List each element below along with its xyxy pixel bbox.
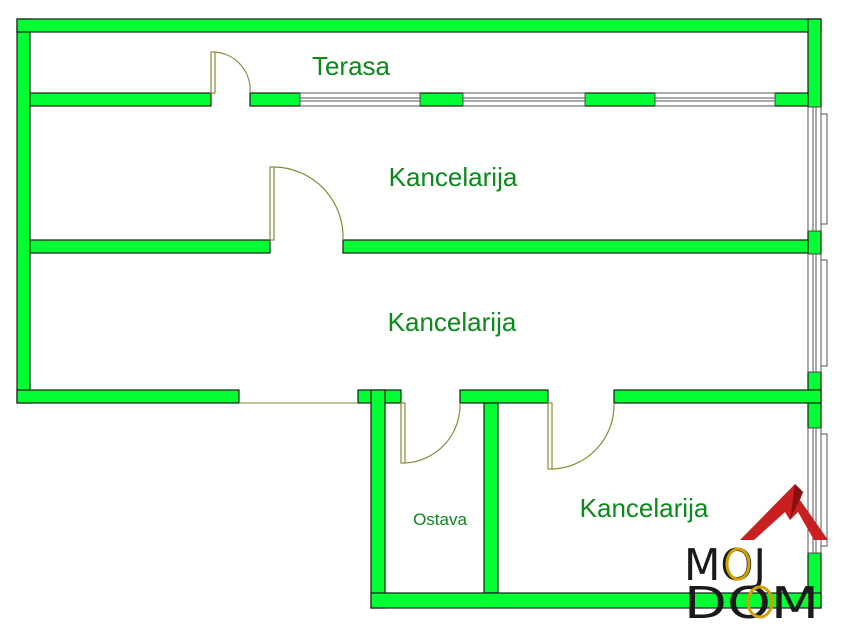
window-terrace-1 bbox=[299, 92, 421, 107]
label-office-top: Kancelarija bbox=[389, 162, 518, 192]
wall-outer-right-1 bbox=[807, 18, 822, 108]
wall-mid-2 bbox=[342, 239, 809, 254]
logo-line-2: DOM bbox=[684, 578, 819, 629]
window-right-3-sill bbox=[820, 433, 828, 547]
window-terrace-3 bbox=[654, 92, 776, 107]
label-office-bottom: Kancelarija bbox=[580, 493, 709, 523]
door-office-bottom bbox=[547, 402, 615, 470]
wall-bottom-4 bbox=[613, 389, 822, 404]
window-terrace-2 bbox=[462, 92, 586, 107]
walls bbox=[16, 18, 822, 609]
room-labels: Terasa Kancelarija Kancelarija Ostava Ka… bbox=[312, 51, 709, 529]
moj-dom-logo: MOJ DOM bbox=[684, 484, 828, 629]
logo-line-1: MOJ bbox=[684, 540, 766, 591]
wall-outer-top bbox=[16, 18, 822, 33]
wall-terrace-3 bbox=[419, 92, 464, 107]
wall-terrace-1 bbox=[29, 92, 212, 107]
wall-mid-1 bbox=[29, 239, 271, 254]
logo-ring-icon bbox=[725, 547, 751, 581]
wall-terrace-5 bbox=[774, 92, 809, 107]
door-terrace bbox=[210, 51, 251, 94]
wall-annex-bottom bbox=[370, 592, 822, 609]
window-right-1-sill bbox=[820, 113, 828, 225]
window-right-1 bbox=[807, 106, 822, 232]
wall-terrace-4 bbox=[584, 92, 656, 107]
window-right-2 bbox=[807, 253, 822, 373]
windows bbox=[299, 92, 828, 554]
label-office-middle: Kancelarija bbox=[388, 307, 517, 337]
door-office-middle bbox=[269, 166, 344, 241]
wall-outer-right-2 bbox=[807, 230, 822, 255]
wall-annex-divider bbox=[483, 402, 499, 594]
window-right-2-sill bbox=[820, 259, 828, 367]
wall-bottom-1 bbox=[16, 389, 240, 404]
wall-bottom-3 bbox=[459, 389, 549, 404]
logo-ring-icon-2 bbox=[746, 585, 774, 619]
label-storage: Ostava bbox=[413, 510, 467, 529]
wall-outer-left bbox=[16, 18, 31, 404]
door-storage bbox=[400, 402, 461, 464]
wall-terrace-2 bbox=[249, 92, 301, 107]
label-terasa: Terasa bbox=[312, 51, 391, 81]
logo-roof-icon bbox=[740, 484, 828, 540]
wall-annex-left bbox=[370, 389, 386, 609]
doors bbox=[210, 51, 615, 470]
